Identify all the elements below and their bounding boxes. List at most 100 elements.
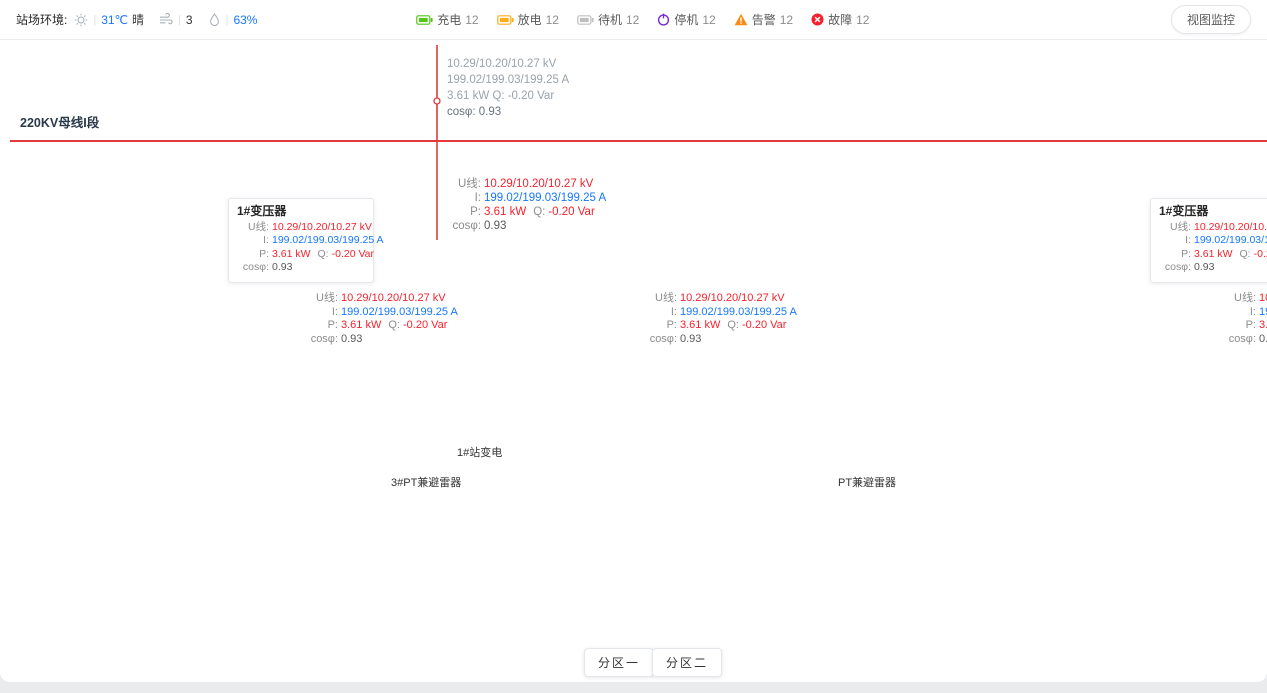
battery-charging-icon xyxy=(416,14,433,25)
legend-label: 告警 xyxy=(751,13,776,27)
incoming-u: 10.29/10.20/10.27 kV xyxy=(447,58,557,70)
readout-label: U线: xyxy=(655,292,677,304)
cos-value: 0.93 xyxy=(484,220,507,232)
p-value: 3.61 kW xyxy=(1194,247,1233,260)
legend-count: 12 xyxy=(465,12,479,27)
wind-group: | 3 xyxy=(159,13,193,27)
incoming-i: 199.02/199.03/199.25 A xyxy=(447,74,570,86)
readout-label: cosφ: xyxy=(452,220,481,232)
readout-label: P: xyxy=(1245,319,1256,331)
env-label: 站场环境: xyxy=(16,13,68,27)
pt-arrester-label: PT兼避雷器 xyxy=(838,477,897,489)
readout-label: Q: xyxy=(533,206,546,218)
fault-circle-icon xyxy=(811,13,824,26)
i-value: 199.02/199.03/199.25 A xyxy=(272,234,384,246)
readout-label: U线: xyxy=(1234,292,1256,304)
cos-value: 0.93 xyxy=(1194,261,1215,273)
readout-label: U线: xyxy=(316,292,338,304)
divider: | xyxy=(93,13,97,26)
battery-discharging-icon xyxy=(496,14,514,25)
legend-count: 12 xyxy=(702,12,716,27)
i-value: 199.02/199.03/199.25 A xyxy=(1194,234,1267,246)
battery-standby-icon xyxy=(577,14,594,25)
readout-label: P: xyxy=(327,319,338,331)
legend-count: 12 xyxy=(545,12,559,27)
readout-label: Q: xyxy=(1239,247,1251,260)
q-value: -0.20 Var xyxy=(741,319,787,331)
status-legend: 充电 12 放电 12 待机 12 停机 12 告警 12 故障 12 xyxy=(416,11,869,28)
u-value: 10.29/10.20/10.27 kV xyxy=(1194,220,1267,233)
legend-label: 充电 xyxy=(437,13,462,27)
readout-label: cosφ: xyxy=(649,332,677,345)
legend-count: 12 xyxy=(856,12,870,27)
i-value: 199.02/199.03/199.25 A xyxy=(1259,305,1267,318)
legend-label: 放电 xyxy=(517,13,542,27)
legend-label: 故障 xyxy=(828,13,853,27)
station-transformer-label: 1#站变电 xyxy=(457,447,503,459)
bus-readout-center: U线:10.29/10.20/10.27 kV I:199.02/199.03/… xyxy=(645,292,797,346)
humidity-drop-icon xyxy=(209,13,219,26)
legend-stopped[interactable]: 停机 12 xyxy=(657,11,716,28)
q-value: -0.20 Var xyxy=(1253,247,1267,260)
u-value: 10.29/10.20/10.27 kV xyxy=(680,292,785,304)
readout-label: cosφ: xyxy=(1164,261,1191,273)
wind-value: 3 xyxy=(185,12,193,27)
p-value: 3.61 kW xyxy=(341,319,382,331)
bus-220kv-label: 220KV母线I段 xyxy=(20,116,100,130)
bus-readout-right: U线:10.29/10.20/10.27 kV I:199.02/199.03/… xyxy=(1224,292,1267,346)
q-value: -0.20 Var xyxy=(402,319,448,331)
single-line-diagram: 220KV母线I段 10.29/10.20/10.27 kV 199.02/19… xyxy=(0,40,1267,682)
cos-value: 0.93 xyxy=(680,332,702,345)
zone-one-button[interactable]: 分区一 xyxy=(584,648,655,677)
bus-readout-left: U线:10.29/10.20/10.27 kV I:199.02/199.03/… xyxy=(306,292,458,346)
readout-label: Q: xyxy=(727,319,739,331)
readout-label: cosφ: xyxy=(242,261,269,273)
readout-label: U线: xyxy=(458,178,481,190)
incoming-pq: 3.61 kW Q: -0.20 Var xyxy=(447,90,555,102)
wind-icon xyxy=(160,13,173,25)
main-feeder-readout: U线:10.29/10.20/10.27 kV I:199.02/199.03/… xyxy=(449,177,606,233)
zone-two-button[interactable]: 分区二 xyxy=(652,648,723,677)
cos-value: 0.93 xyxy=(1259,332,1267,345)
station-environment: 站场环境: | 31℃ 晴 | 3 | 63% xyxy=(16,11,265,28)
u-value: 10.29/10.20/10.27 kV xyxy=(341,292,446,304)
i-value: 199.02/199.03/199.25 A xyxy=(341,305,458,318)
legend-standby[interactable]: 待机 12 xyxy=(577,11,639,28)
humidity-group: | 63% xyxy=(208,13,257,27)
readout-label: I: xyxy=(331,305,338,318)
readout-label: I: xyxy=(1185,234,1191,246)
incoming-feeder xyxy=(433,45,441,141)
i-value: 199.02/199.03/199.25 A xyxy=(484,192,607,204)
legend-discharging[interactable]: 放电 12 xyxy=(496,11,559,28)
legend-charging[interactable]: 充电 12 xyxy=(416,11,479,28)
u-value: 10.29/10.20/10.27 kV xyxy=(1259,292,1267,304)
legend-fault[interactable]: 故障 12 xyxy=(811,11,869,28)
legend-label: 停机 xyxy=(674,13,699,27)
readout-label: I: xyxy=(263,234,269,246)
temperature-value: 31℃ xyxy=(101,12,129,27)
transformer-info-box-left: 1#变压器 U线:10.29/10.20/10.27 kV I:199.02/1… xyxy=(228,198,384,283)
readout-label: P: xyxy=(666,319,677,331)
cos-value: 0.93 xyxy=(341,332,363,345)
p-value: 3.61 kW xyxy=(1259,319,1267,331)
legend-alarm[interactable]: 告警 12 xyxy=(734,11,793,28)
readout-label: Q: xyxy=(388,319,400,331)
readout-label: I: xyxy=(670,305,677,318)
view-monitor-button[interactable]: 视图监控 xyxy=(1170,5,1251,34)
readout-label: cosφ: xyxy=(310,332,338,345)
divider: | xyxy=(178,13,181,26)
legend-count: 12 xyxy=(779,12,794,27)
readout-label: Q: xyxy=(317,247,329,260)
transformer-title: 1#变压器 xyxy=(1159,204,1209,218)
legend-count: 12 xyxy=(626,12,640,27)
readout-label: P: xyxy=(259,247,269,260)
readout-label: I: xyxy=(1249,305,1256,318)
readout-label: U线: xyxy=(248,220,269,233)
p-value: 3.61 kW xyxy=(272,247,311,260)
u-value: 10.29/10.20/10.27 kV xyxy=(272,220,372,233)
transformer-info-box-right: 1#变压器 U线:10.29/10.20/10.27 kV I:199.02/1… xyxy=(1150,198,1267,283)
readout-label: I: xyxy=(474,192,481,204)
q-value: -0.20 Var xyxy=(548,206,595,218)
p-value: 3.61 kW xyxy=(484,206,527,218)
power-stopped-icon xyxy=(658,13,670,26)
